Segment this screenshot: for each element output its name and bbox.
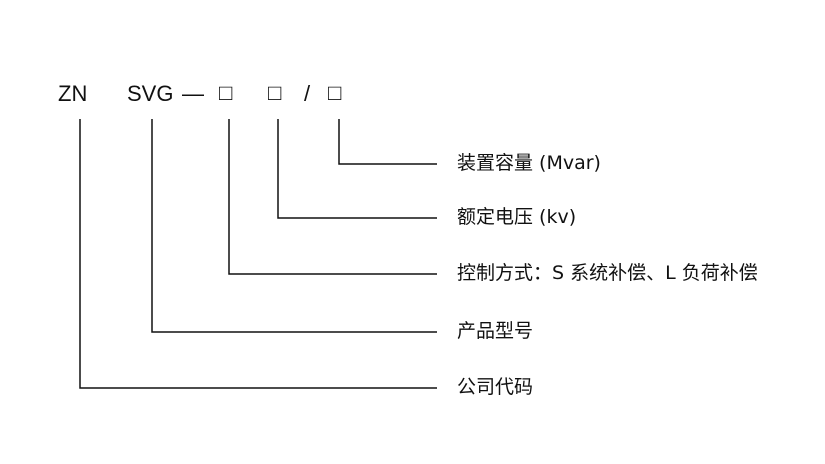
company-prefix: ZN — [58, 81, 88, 106]
company-code-label: 公司代码 — [457, 376, 534, 398]
capacity-leader — [338, 119, 437, 165]
slash-separator: / — [304, 81, 311, 106]
voltage-box: □ — [268, 80, 282, 105]
product-leader — [151, 119, 437, 333]
product-code: SVG — [127, 81, 174, 106]
voltage-label: 额定电压 (kv) — [457, 206, 577, 228]
control-mode-box: □ — [219, 80, 233, 105]
control-mode-label: 控制方式：S 系统补偿、L 负荷补偿 — [457, 262, 758, 284]
dash-separator: — — [182, 81, 204, 106]
voltage-leader — [277, 119, 437, 219]
company-leader — [79, 119, 437, 389]
capacity-box: □ — [328, 80, 342, 105]
capacity-label: 装置容量 (Mvar) — [457, 152, 601, 174]
product-model-label: 产品型号 — [457, 320, 534, 342]
control-leader — [228, 119, 437, 275]
